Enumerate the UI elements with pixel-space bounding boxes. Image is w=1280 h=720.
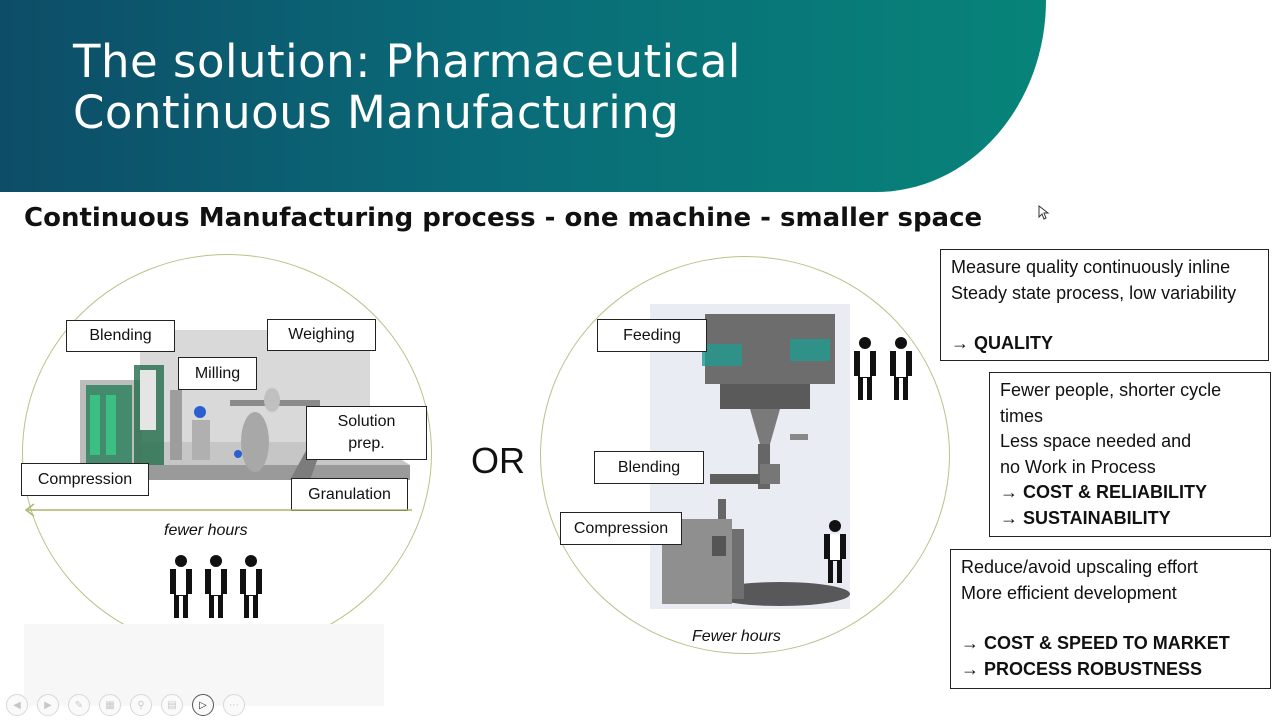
slide-title-line-1: The solution: Pharmaceutical — [73, 35, 741, 88]
benefit-line: Steady state process, low variability — [951, 282, 1237, 303]
subtitles-icon[interactable]: ▤ — [161, 694, 183, 716]
benefit-result: → QUALITY — [951, 333, 1053, 353]
label-feeding: Feeding — [597, 319, 707, 352]
fewer-hours-note-left: fewer hours — [164, 522, 248, 539]
benefit-result: → PROCESS ROBUSTNESS — [961, 658, 1203, 679]
label-weighing: Weighing — [267, 319, 376, 351]
slide-title-line-2: Continuous Manufacturing — [73, 86, 680, 139]
benefit-line: times — [1000, 405, 1044, 426]
next-slide-icon[interactable]: ▶ — [37, 694, 59, 716]
more-options-icon[interactable]: ⋯ — [223, 694, 245, 716]
benefit-line: Less space needed and — [1000, 431, 1192, 451]
benefit-result: → SUSTAINABILITY — [1000, 507, 1171, 528]
benefit-result: → COST & RELIABILITY — [1000, 482, 1207, 502]
timeline-arrow — [24, 503, 412, 517]
benefit-line: More efficient development — [961, 582, 1177, 603]
benefit-line: Fewer people, shorter cycle — [1000, 380, 1222, 400]
label-blending-right: Blending — [594, 451, 704, 484]
fewer-hours-note-right: Fewer hours — [692, 628, 781, 645]
person-icon — [240, 555, 262, 618]
title-banner — [0, 0, 1046, 192]
toolbar-background — [24, 624, 384, 706]
person-icon — [824, 520, 846, 583]
person-icon — [205, 555, 227, 618]
slides-grid-icon[interactable]: ▦ — [99, 694, 121, 716]
benefit-line: Reduce/avoid upscaling effort — [961, 557, 1198, 577]
label-granulation: Granulation — [291, 478, 408, 511]
mouse-cursor-icon — [1038, 205, 1050, 220]
or-separator: OR — [471, 440, 525, 481]
benefit-result: → COST & SPEED TO MARKET — [961, 633, 1230, 653]
right-diagram-circle — [540, 256, 950, 654]
label-milling: Milling — [178, 357, 257, 390]
slide-title: The solution: Pharmaceutical Continuous … — [73, 36, 973, 138]
previous-slide-icon[interactable]: ◀ — [6, 694, 28, 716]
label-solution-prep-line-2: prep. — [348, 435, 385, 452]
label-compression-left: Compression — [21, 463, 149, 496]
presentation-toolbar: ◀ ▶ ✎ ▦ ⚲ ▤ ▷ ⋯ — [6, 694, 245, 716]
slide-subtitle: Continuous Manufacturing process - one m… — [24, 203, 983, 233]
label-solution-prep-line-1: Solution — [337, 413, 396, 430]
benefit-box-speed: Reduce/avoid upscaling effort More effic… — [950, 549, 1271, 689]
label-compression-right: Compression — [560, 512, 682, 545]
benefit-line: no Work in Process — [1000, 456, 1156, 477]
label-blending: Blending — [66, 320, 175, 352]
benefit-box-cost: Fewer people, shorter cycle times Less s… — [989, 372, 1271, 537]
person-icon — [854, 337, 876, 400]
benefit-line: Measure quality continuously inline — [951, 257, 1231, 277]
camera-icon[interactable]: ▷ — [192, 694, 214, 716]
benefit-box-quality: Measure quality continuously inline Stea… — [940, 249, 1269, 361]
person-icon — [170, 555, 192, 618]
pen-icon[interactable]: ✎ — [68, 694, 90, 716]
label-solution-prep: Solution prep. — [306, 406, 427, 460]
zoom-icon[interactable]: ⚲ — [130, 694, 152, 716]
person-icon — [890, 337, 912, 400]
